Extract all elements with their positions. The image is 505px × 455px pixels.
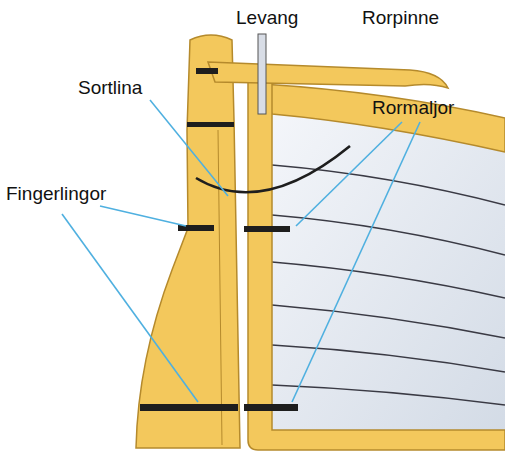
sternpost	[248, 72, 505, 450]
part-label: Rorpinne	[362, 8, 439, 29]
gudgeon-lower	[140, 404, 238, 411]
tiller-tenon	[196, 68, 218, 74]
part-label: Levang	[236, 8, 298, 29]
gunwale	[262, 84, 505, 152]
leader-lines	[62, 100, 420, 402]
pintle-lower	[244, 404, 298, 411]
part-label: Fingerlingor	[6, 184, 106, 205]
rudder-blade	[136, 35, 240, 448]
rudder-band	[187, 122, 234, 127]
levang-pin	[258, 34, 266, 114]
tiller	[208, 62, 448, 88]
part-label: Rormaljor	[372, 98, 454, 119]
part-label: Sortlina	[78, 78, 142, 99]
hull-planking	[270, 112, 505, 432]
pintle-upper	[244, 226, 290, 232]
